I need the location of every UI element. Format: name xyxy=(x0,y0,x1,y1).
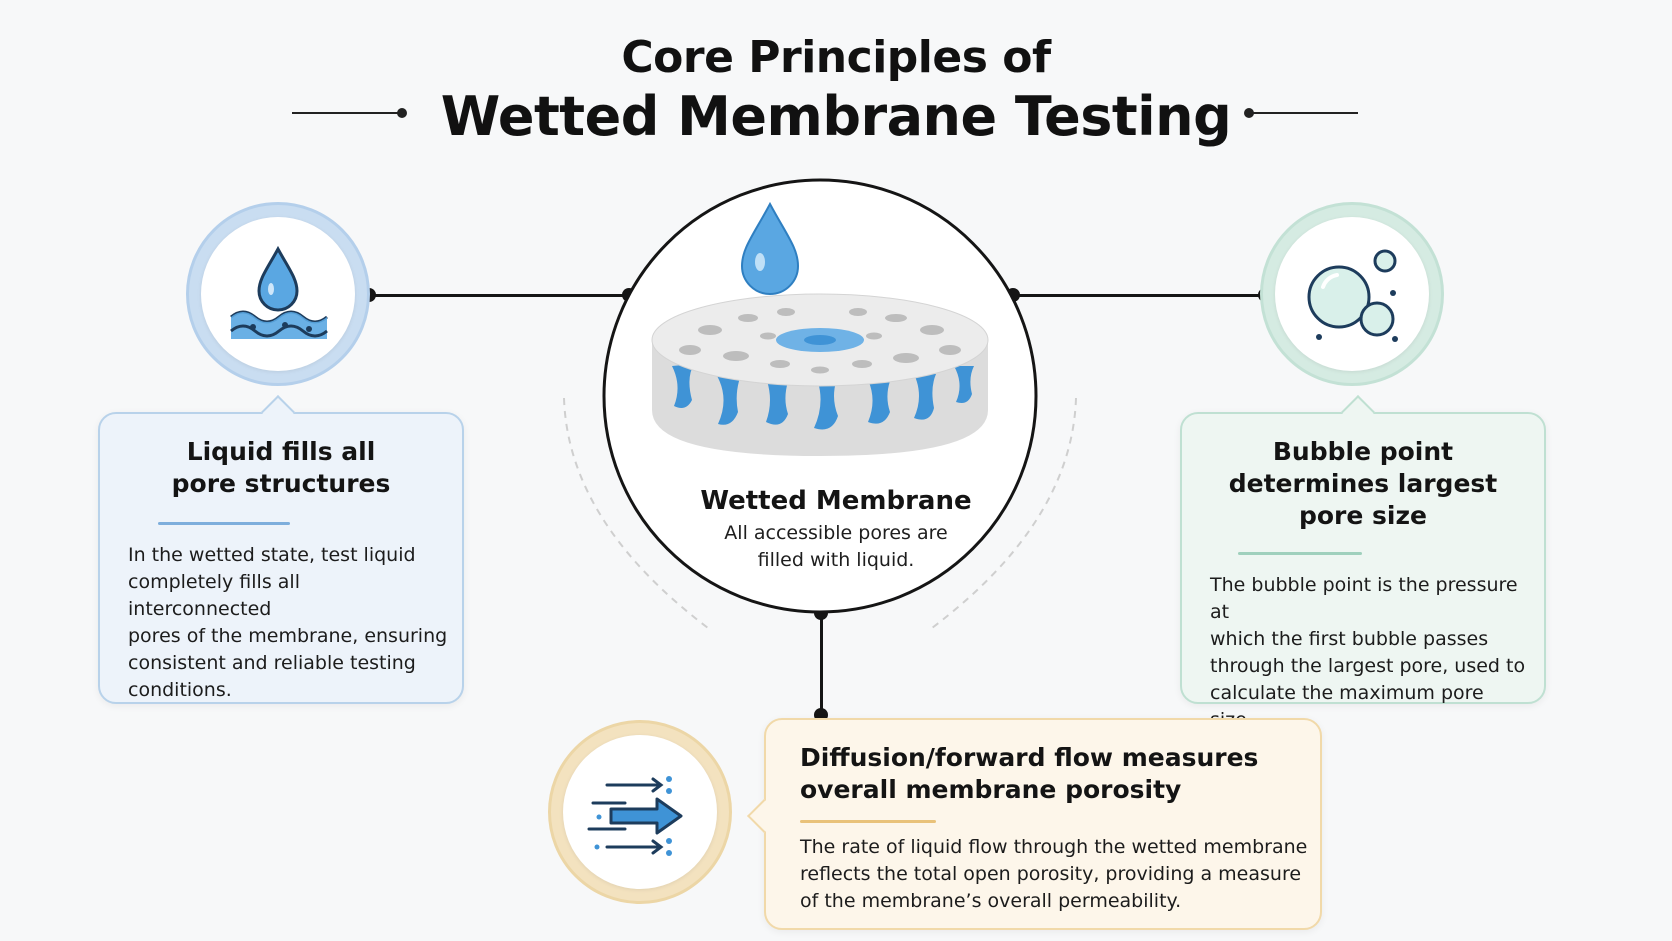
title-line-1: Core Principles of xyxy=(621,32,1051,83)
dashed-arc-right xyxy=(931,397,1077,629)
bubble-point-icon-ring xyxy=(1260,202,1444,386)
bubble-point-body-line-1: The bubble point is the pressure at xyxy=(1210,574,1518,623)
diffusion-flow-title-line-2: overall membrane porosity xyxy=(800,775,1182,804)
bubble-point-rule xyxy=(1238,552,1362,555)
diffusion-flow-card: Diffusion/forward flow measures overall … xyxy=(747,718,1322,930)
liquid-fill-title-line-1: Liquid fills all xyxy=(186,437,376,466)
title-line-2: Wetted Membrane Testing xyxy=(440,85,1232,148)
bubble-point-title-line-1: Bubble point xyxy=(1272,437,1454,466)
center-description-line-1: All accessible pores are xyxy=(724,522,948,544)
liquid-fill-body-line-3: pores of the membrane, ensuring xyxy=(128,625,448,647)
liquid-fill-body-line-4: consistent and reliable testing xyxy=(128,652,416,674)
bubble-point-card: Bubble point determines largest pore siz… xyxy=(1180,395,1546,731)
diffusion-flow-body-line-1: The rate of liquid flow through the wett… xyxy=(800,836,1308,858)
bubble-point-title-line-3: pore size xyxy=(1298,501,1427,530)
title-deco-line-right xyxy=(1252,112,1358,114)
dashed-arc-left xyxy=(563,397,709,629)
bubble-point-body-line-3: through the largest pore, used to xyxy=(1210,655,1526,677)
diffusion-flow-rule xyxy=(800,820,936,823)
center-title: Wetted Membrane xyxy=(700,486,972,516)
liquid-fill-icon-ring xyxy=(186,202,370,386)
wetted-membrane-disc-icon xyxy=(651,293,989,456)
bubble-point-title-line-2: determines largest xyxy=(1228,469,1498,498)
diffusion-flow-title-line-1: Diffusion/forward flow measures xyxy=(800,743,1259,772)
liquid-fill-rule xyxy=(158,522,290,525)
connector-left xyxy=(368,294,630,297)
diffusion-flow-icon-ring xyxy=(548,720,732,904)
diffusion-flow-body-line-3: of the membrane’s overall permeability. xyxy=(800,890,1182,912)
diffusion-flow-body-line-2: reflects the total open porosity, provid… xyxy=(800,863,1302,885)
liquid-fill-body-line-5: conditions. xyxy=(128,679,232,701)
title-deco-line-left xyxy=(292,112,400,114)
title-deco-dot-left xyxy=(397,108,407,118)
flow-arrows-icon xyxy=(587,776,683,856)
title-deco-dot-right xyxy=(1244,108,1254,118)
bubbles-icon xyxy=(1307,249,1398,342)
bubble-point-body-line-2: which the first bubble passes xyxy=(1210,628,1489,650)
center-description-line-2: filled with liquid. xyxy=(757,549,915,571)
center-water-drop-icon xyxy=(740,201,800,295)
connector-down xyxy=(820,612,823,716)
liquid-fill-body-line-1: In the wetted state, test liquid xyxy=(128,544,416,566)
liquid-fill-body-line-2: completely fills all interconnected xyxy=(128,571,300,620)
center-graphic xyxy=(563,178,1077,629)
water-drop-waves-icon xyxy=(230,245,328,339)
connector-right xyxy=(1012,294,1266,297)
liquid-fill-card: Liquid fills all pore structures In the … xyxy=(98,395,464,704)
liquid-fill-title-line-2: pore structures xyxy=(171,469,391,498)
